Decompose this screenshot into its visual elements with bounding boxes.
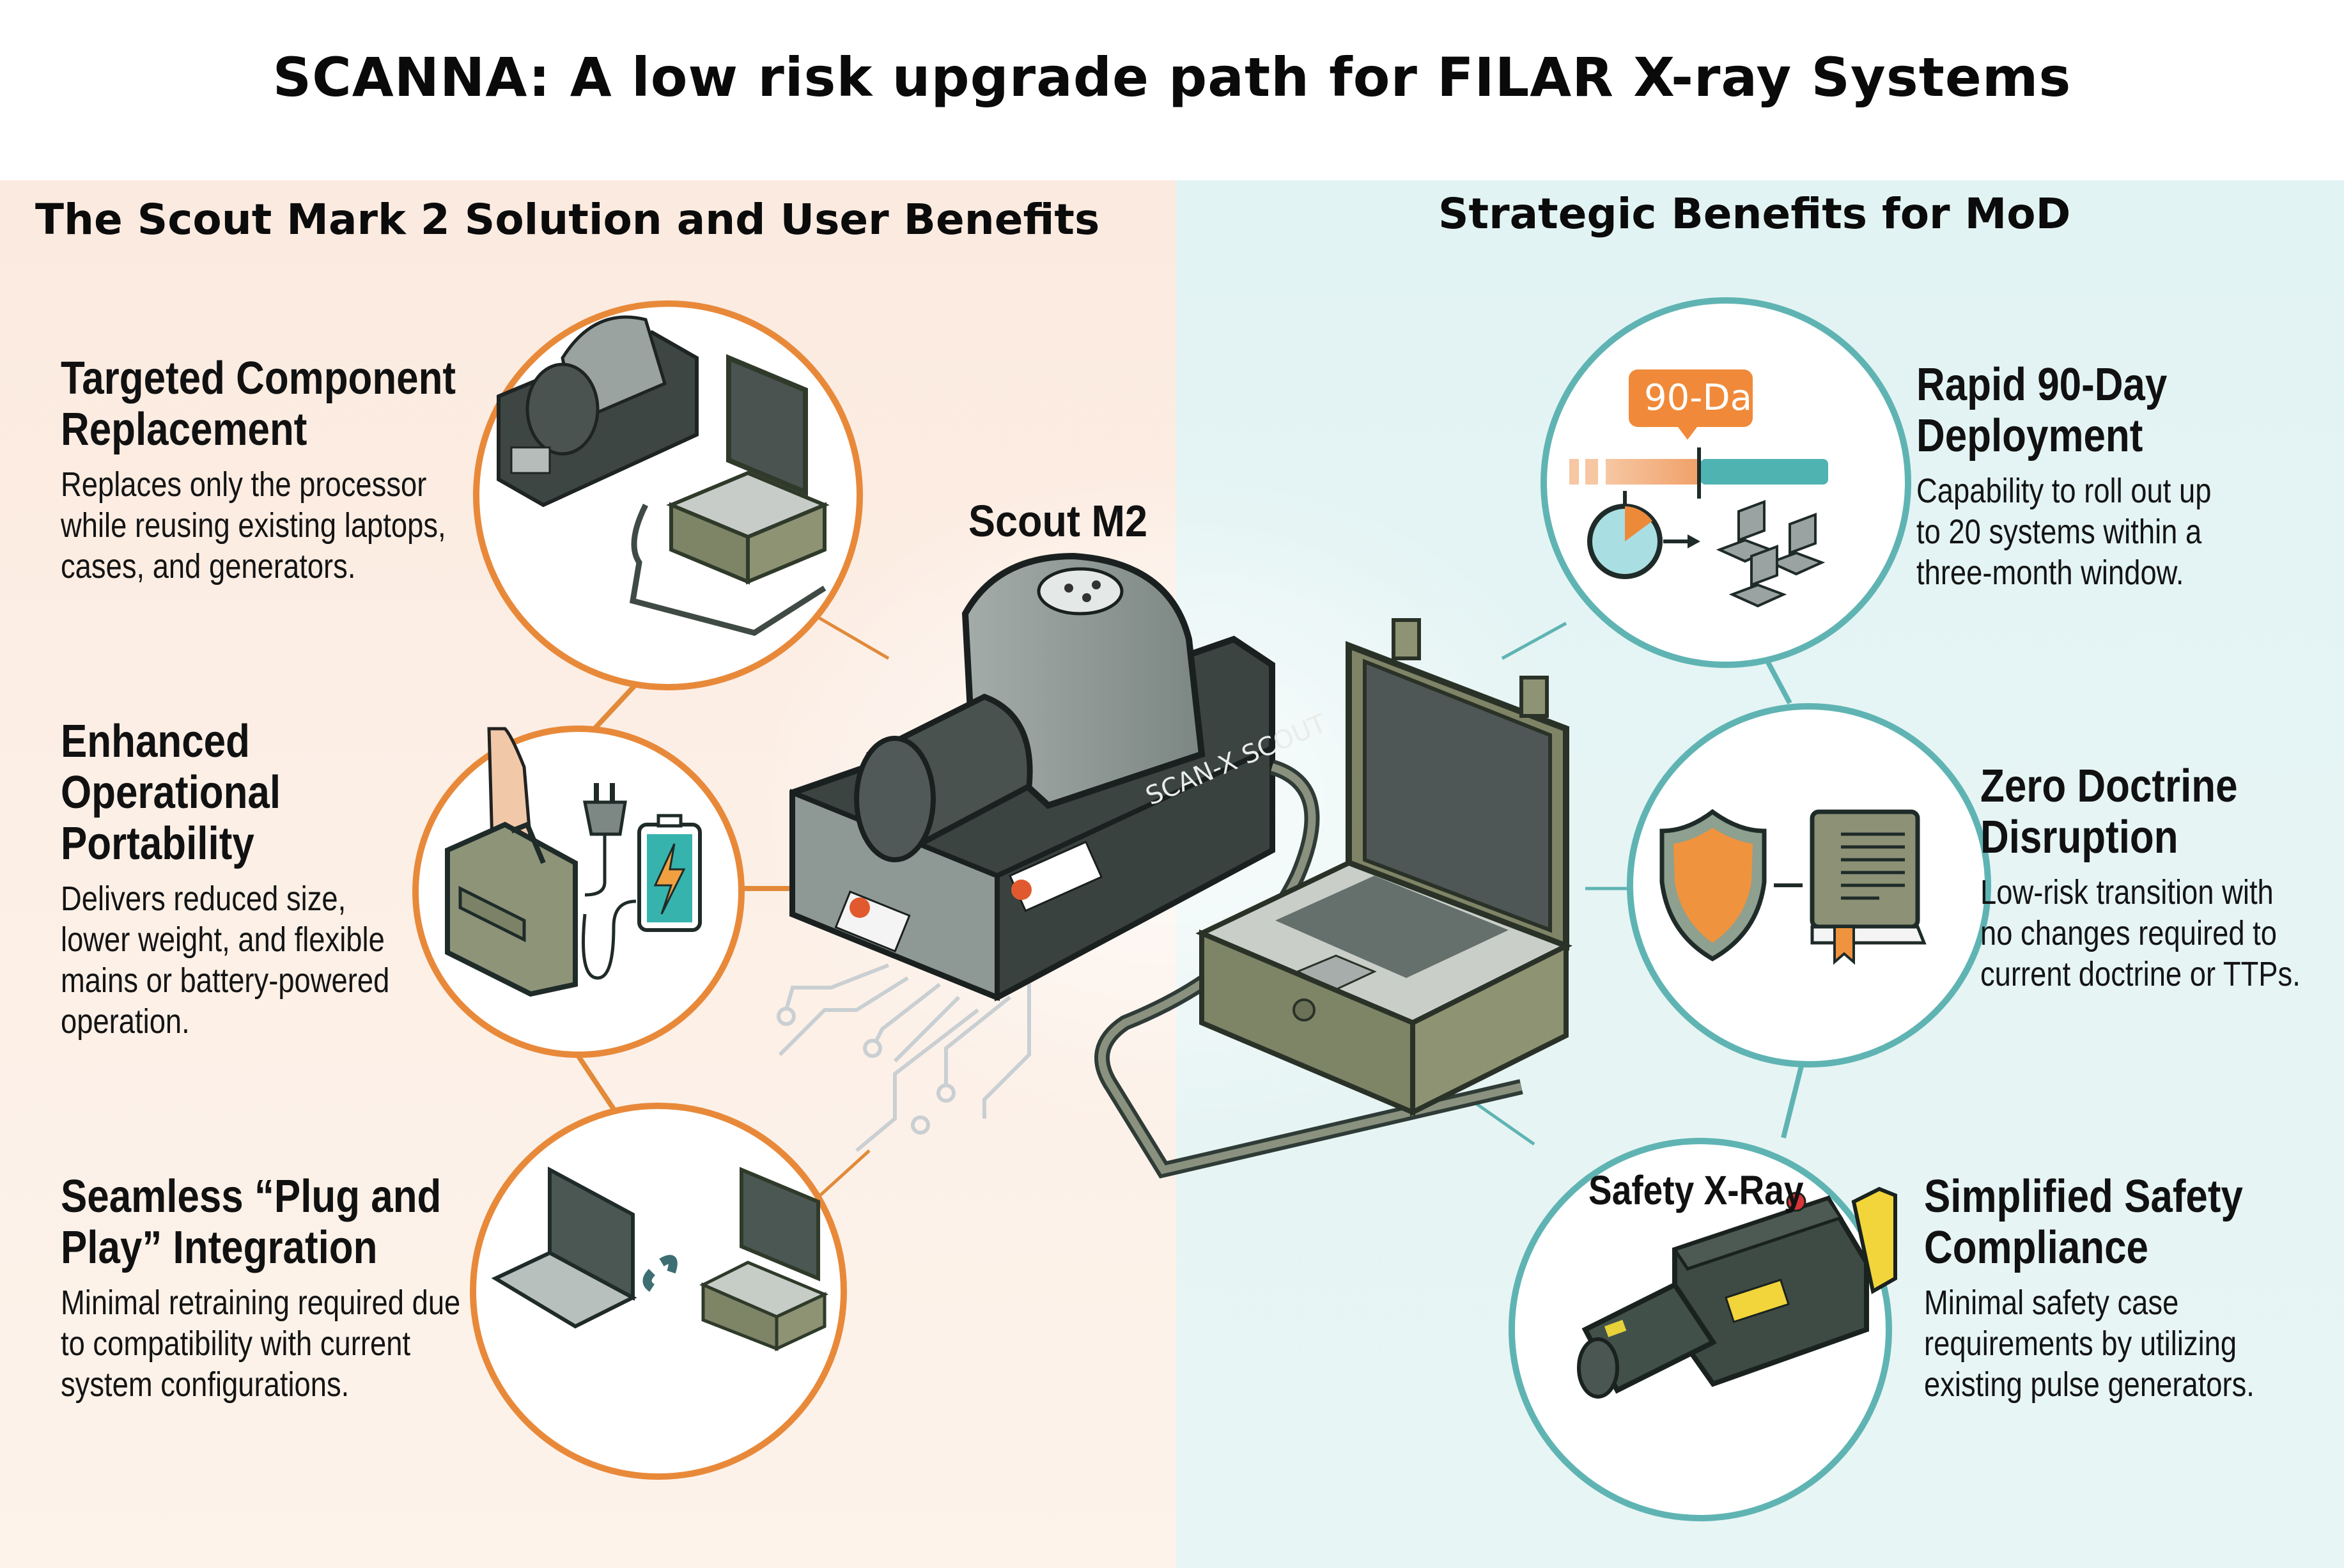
stopwatch-icon [1587, 491, 1663, 579]
left-connector-lines [573, 612, 890, 1216]
benefit-title: Rapid 90-Day Deployment [1916, 359, 2168, 462]
benefit-description: Replaces only the processor while reusin… [61, 465, 446, 586]
processor-mini-icon [497, 315, 699, 508]
benefit-description: Delivers reduced size, lower weight, and… [61, 880, 390, 1041]
doctrine-illustration [1627, 703, 1991, 1067]
benefit-description: Minimal safety case requirements by util… [1924, 1284, 2255, 1404]
right-circle-2 [1627, 703, 1991, 1067]
ninety-day-badge-bg [1629, 369, 1753, 427]
benefit-description: Low-risk transition with no changes requ… [1980, 873, 2301, 993]
benefit-title: Seamless “Plug and Play” Integration [61, 1171, 442, 1273]
right-panel-heading: Strategic Benefits for MoD [1438, 189, 2071, 238]
benefit-title: Simplified Safety Compliance [1924, 1171, 2243, 1273]
benefit-rapid-deployment: Rapid 90-Day Deployment Capability to ro… [1916, 359, 2267, 593]
link-icon [642, 1255, 678, 1292]
doctrine-book-icon [1810, 809, 1927, 965]
targeted-replacement-illustration [473, 300, 863, 690]
benefit-title: Zero Doctrine Disruption [1980, 761, 2238, 863]
benefit-plug-and-play: Seamless “Plug and Play” Integration Min… [61, 1171, 536, 1405]
left-panel-heading: The Scout Mark 2 Solution and User Benef… [35, 195, 1100, 244]
rapid-deployment-illustration [1541, 297, 1911, 668]
benefit-description: Minimal retraining required due to compa… [61, 1284, 461, 1404]
cable [629, 503, 827, 636]
safety-xray-illustration [1509, 1138, 1897, 1521]
portability-illustration [412, 726, 745, 1058]
multiple-systems-icon [1716, 500, 1826, 608]
ninety-day-badge: 90-Day [1644, 377, 1774, 419]
plug-and-play-illustration [470, 1103, 847, 1480]
benefit-operational-portability: Enhanced Operational Portability Deliver… [61, 716, 452, 1042]
right-connector-lines [1469, 621, 1805, 1146]
power-plug-icon [582, 783, 627, 897]
page-title: SCANNA: A low risk upgrade path for FILA… [272, 46, 2072, 109]
benefit-title: Targeted Component Replacement [61, 353, 456, 455]
benefit-targeted-replacement: Targeted Component Replacement Replaces … [61, 353, 520, 587]
scout-m2-label: Scout M2 [968, 496, 1148, 546]
timeline-elapsed [1606, 459, 1700, 485]
rugged-laptop-case-icon [699, 1167, 829, 1351]
rugged-laptop-case [1195, 618, 1572, 1117]
benefit-title: Enhanced Operational Portability [61, 716, 281, 869]
benefit-description: Capability to roll out up to 20 systems … [1916, 472, 2212, 592]
hand-icon [487, 727, 532, 846]
laptop-case-mini-icon [666, 354, 830, 585]
laptop-icon [491, 1166, 637, 1329]
benefit-safety-compliance: Simplified Safety Compliance Minimal saf… [1924, 1171, 2317, 1405]
benefit-zero-doctrine-disruption: Zero Doctrine Disruption Low-risk transi… [1980, 761, 2344, 995]
shield-icon [1659, 809, 1767, 962]
safety-xray-label: Safety X-Ray [1588, 1167, 1804, 1213]
pulse-generator-icon [1577, 1186, 1897, 1399]
battery-icon [637, 814, 702, 932]
carry-bag-icon [445, 821, 578, 997]
power-cable [582, 899, 637, 980]
timeline-remaining [1700, 459, 1828, 485]
circuit-traces [777, 963, 1031, 1153]
